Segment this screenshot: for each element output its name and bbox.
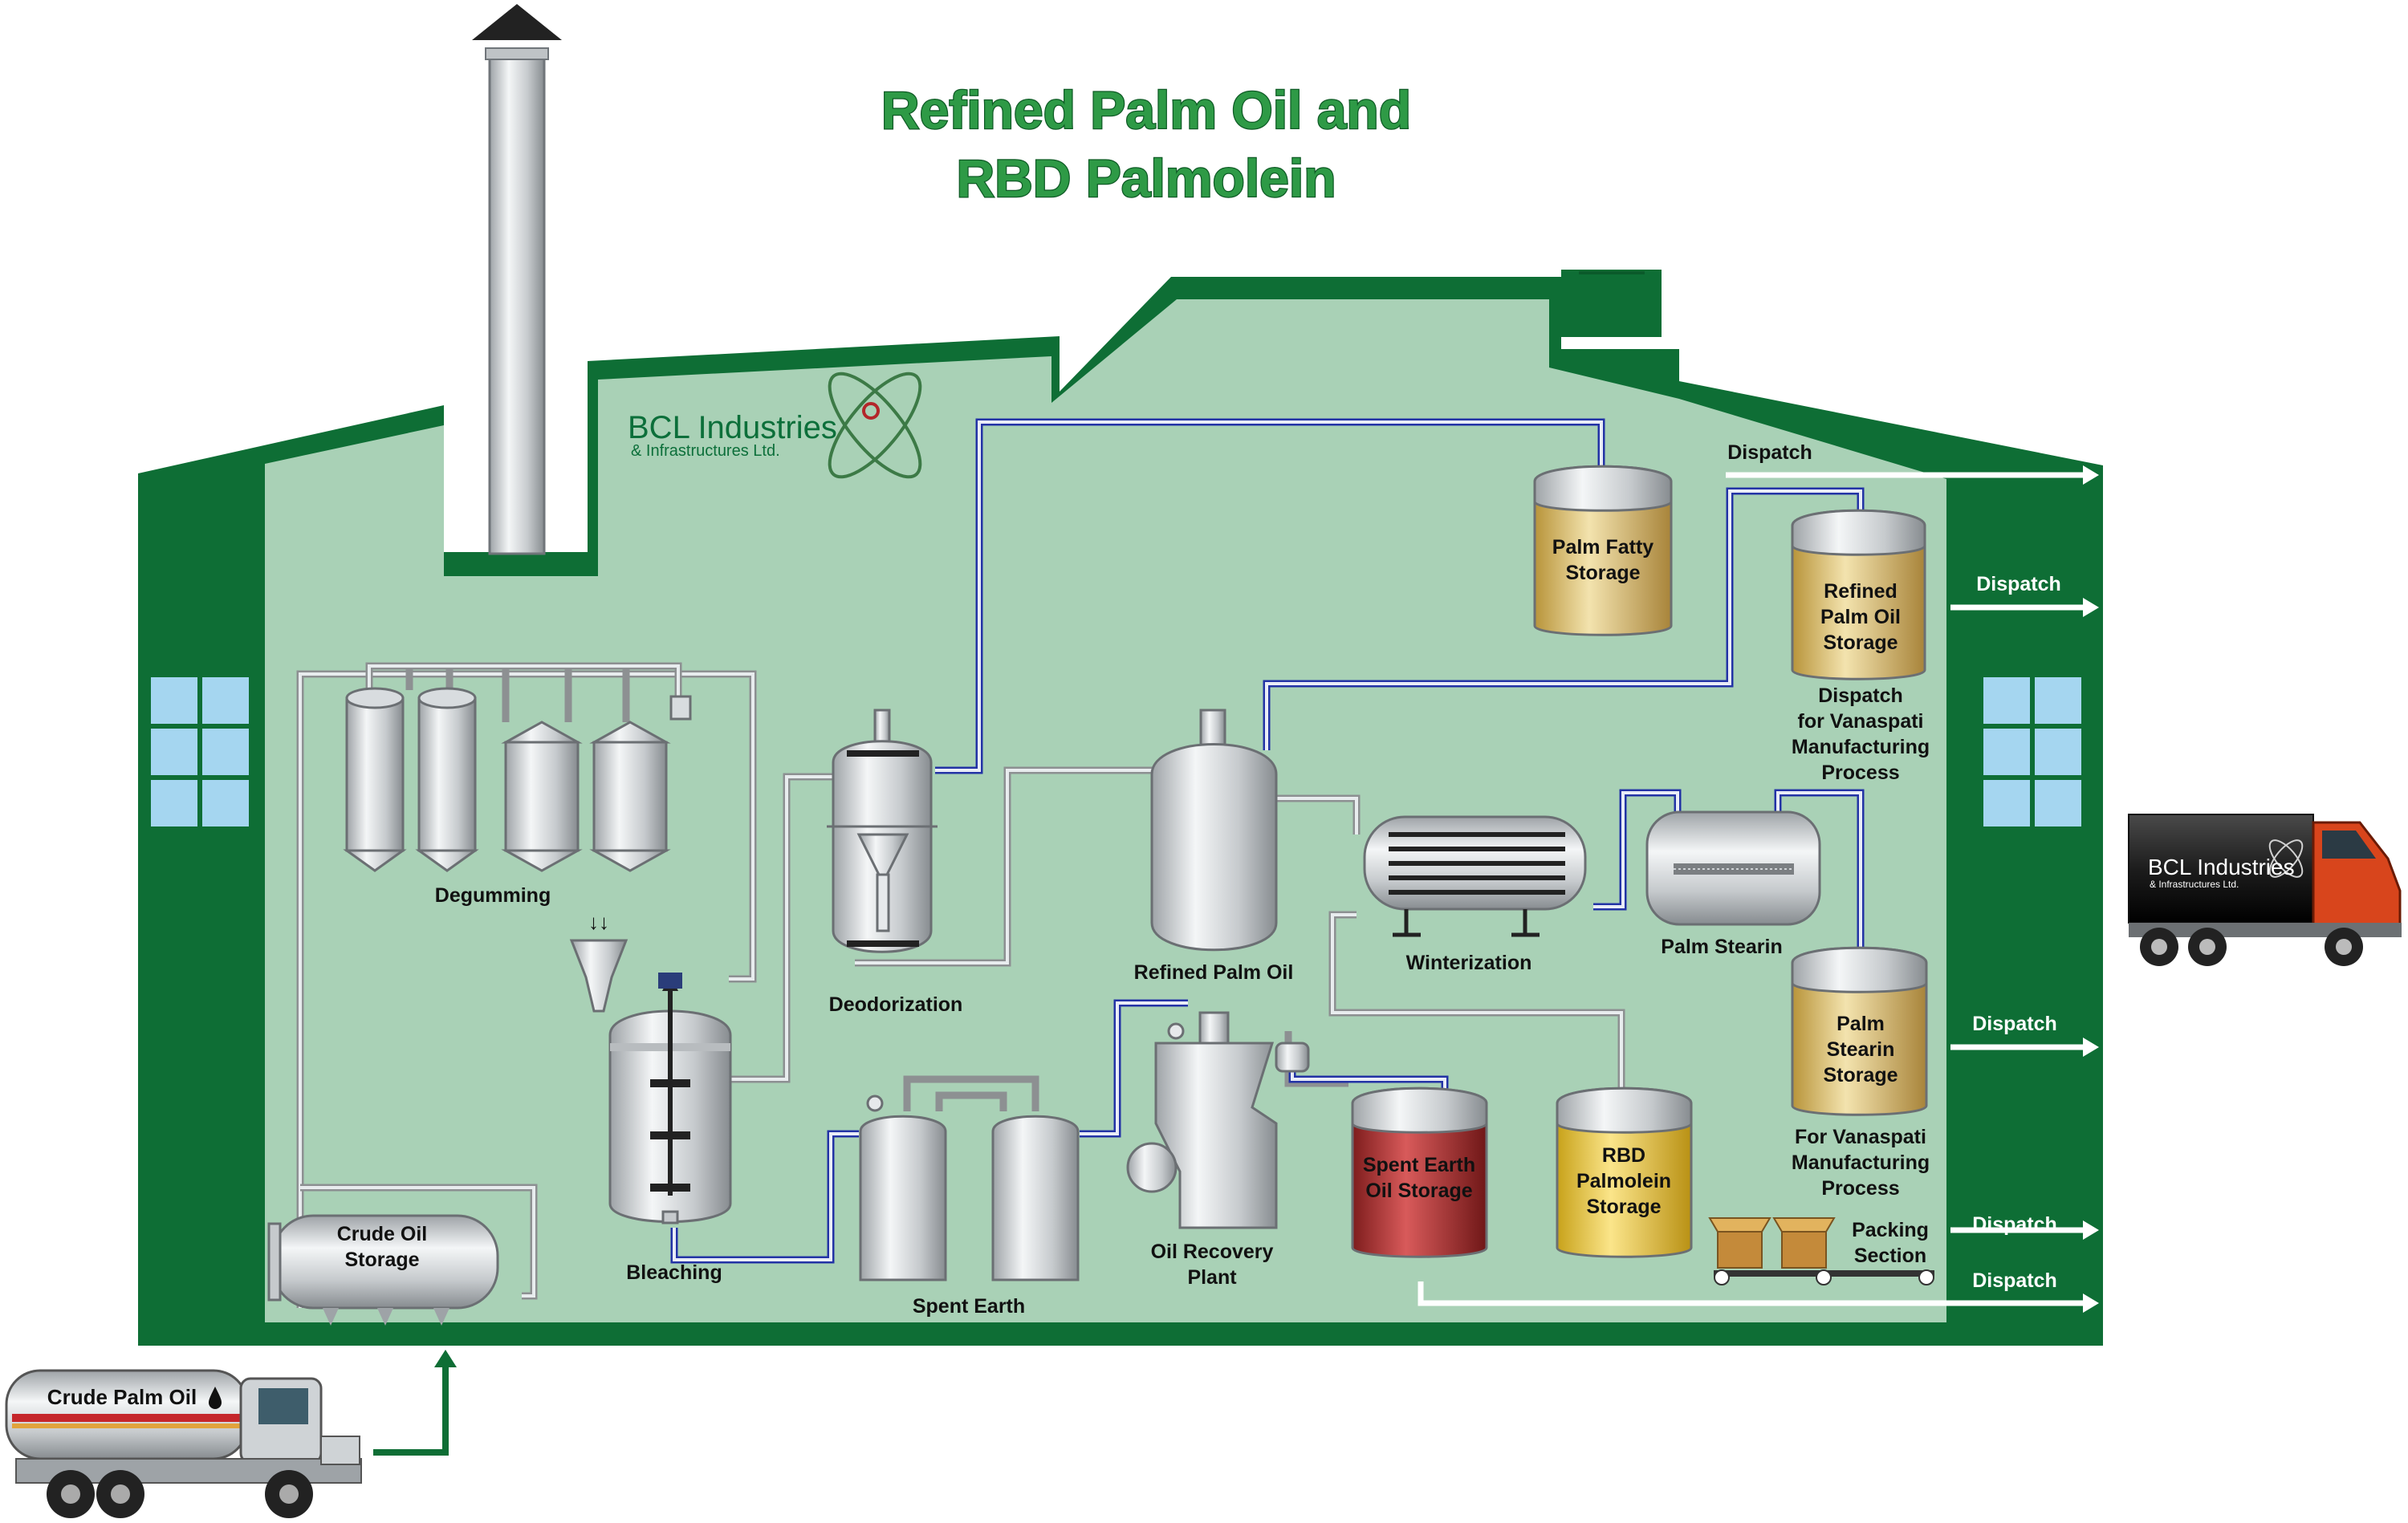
delivery-truck [2128,814,2402,966]
label-for-vanaspati-3: Process [1821,1177,1899,1200]
label-palm-fatty-1: Palm Fatty [1552,536,1654,558]
diagram-title-line1: Refined Palm Oil and [881,80,1411,140]
palm-stearin-storage-tank [1791,946,1928,1116]
box-icon [1708,1217,1771,1269]
label-stearin-storage-1: Palm [1837,1013,1885,1035]
label-palm-fatty-2: Storage [1565,562,1640,584]
palm-fatty-storage-tank [1533,465,1673,636]
degumming-silos [343,687,692,872]
label-spent-earth-storage-2: Oil Storage [1365,1180,1472,1202]
spent-earth-tanks [859,1095,1080,1281]
logo-name: BCL Industries [628,410,837,445]
label-dispatch-vanaspati-4: Process [1821,762,1899,784]
label-refined-storage-2: Palm Oil [1820,606,1901,628]
box-icon [1772,1217,1836,1269]
label-for-vanaspati-1: For Vanaspati [1795,1126,1926,1148]
packing-section [1708,1217,1934,1285]
label-rbd-storage-1: RBD [1602,1144,1645,1167]
deodorizer [827,709,938,953]
logo-subtitle: & Infrastructures Ltd. [631,442,780,460]
label-for-vanaspati-2: Manufacturing [1792,1151,1930,1174]
oil-recovery-plant [1126,1011,1310,1229]
label-stearin-storage-2: Stearin [1827,1038,1895,1061]
palm-stearin-separator [1645,810,1821,926]
label-rbd-storage-3: Storage [1586,1196,1661,1218]
chimney [472,4,562,555]
label-rbd-storage-2: Palmolein [1576,1170,1671,1192]
label-dispatch-vanaspati-1: Dispatch [1818,684,1903,707]
label-oil-recovery-1: Oil Recovery [1151,1241,1274,1263]
label-crude-storage-2: Storage [344,1249,419,1271]
label-oil-recovery-2: Plant [1187,1266,1237,1289]
tanker-truck [5,1369,362,1518]
dispatch-label: Dispatch [1972,1269,2057,1292]
refined-palm-oil-storage-tank [1791,509,1926,680]
window-left [146,672,253,831]
dispatch-arrows [1418,465,2099,1313]
truck-right-name: BCL Industries [2148,855,2295,879]
svg-text:↓↓: ↓↓ [588,910,609,934]
company-logo: BCL Industries & Infrastructures Ltd. [628,372,922,479]
blue-pipes [670,418,1865,1264]
window-right [1979,672,2085,831]
rbd-palmolein-storage-tank [1556,1086,1693,1258]
label-spent-earth-storage-1: Spent Earth [1363,1154,1475,1176]
label-bleaching: Bleaching [626,1261,722,1284]
roof-vent [1561,270,1662,337]
dispatch-label: Dispatch [1727,441,1812,464]
label-refined-palm-oil: Refined Palm Oil [1134,961,1294,984]
winterization-exchanger [1363,815,1587,937]
diagram-title-line2: RBD Palmolein [956,148,1336,208]
bleaching-vessel: ↓↓ [569,910,732,1224]
incoming-arrow [373,1350,457,1456]
label-packing-2: Section [1854,1245,1926,1267]
label-refined-storage-1: Refined [1824,580,1898,603]
dispatch-label: Dispatch [1972,1213,2057,1236]
refined-palm-oil-vessel [1150,709,1278,952]
label-stearin-storage-3: Storage [1823,1064,1898,1086]
label-packing-1: Packing [1852,1219,1929,1241]
label-dispatch-vanaspati-3: Manufacturing [1792,736,1930,758]
spent-earth-oil-storage-tank [1351,1086,1488,1258]
label-deodorization: Deodorization [829,993,963,1016]
truck-left-label: Crude Palm Oil [47,1385,197,1409]
oil-drop-icon [209,1387,222,1409]
label-spent-earth: Spent Earth [913,1295,1025,1318]
label-winterization: Winterization [1406,952,1532,974]
label-crude-storage-1: Crude Oil [337,1223,428,1245]
grey-pipes [296,662,1625,1308]
label-palm-stearin: Palm Stearin [1661,936,1782,958]
label-refined-storage-3: Storage [1823,632,1898,654]
dispatch-label: Dispatch [1972,1013,2057,1035]
truck-right-subtitle: & Infrastructures Ltd. [2150,879,2239,890]
label-degumming: Degumming [435,884,551,907]
dispatch-label: Dispatch [1976,573,2061,595]
label-dispatch-vanaspati-2: for Vanaspati [1798,710,1924,733]
crude-oil-storage-tank [267,1214,499,1326]
